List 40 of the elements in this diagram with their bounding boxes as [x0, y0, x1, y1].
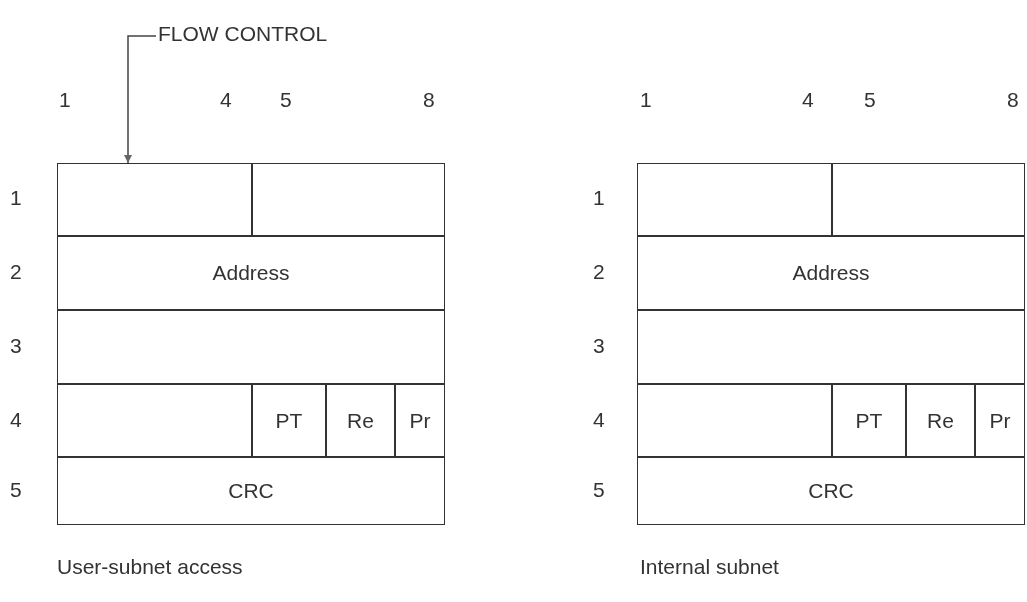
column-number: 4 [802, 88, 814, 112]
table-cell [637, 310, 1025, 384]
header-field: Pr [395, 384, 445, 457]
header-field: Pr [975, 384, 1025, 457]
header-field: Address [637, 236, 1025, 310]
header-field: Re [326, 384, 395, 457]
column-number: 5 [280, 88, 292, 112]
row-number: 4 [10, 408, 22, 432]
row-number: 4 [593, 408, 605, 432]
table-cell [832, 163, 1025, 236]
column-number: 5 [864, 88, 876, 112]
row-number: 1 [10, 186, 22, 210]
table-cell [637, 384, 832, 457]
table-cell [57, 163, 252, 236]
column-number: 1 [640, 88, 652, 112]
annotation-text: FLOW CONTROL [158, 22, 328, 46]
header-field: Address [57, 236, 445, 310]
row-number: 2 [10, 260, 22, 284]
row-number: 5 [593, 478, 605, 502]
table-cell [252, 163, 445, 236]
leader-arrow [124, 35, 157, 164]
column-number: 8 [1007, 88, 1019, 112]
table-cell [57, 384, 252, 457]
table-cell [637, 163, 832, 236]
row-number: 3 [10, 334, 22, 358]
caption: User-subnet access [57, 555, 243, 579]
caption: Internal subnet [640, 555, 779, 579]
table-cell [57, 310, 445, 384]
header-field: CRC [57, 457, 445, 525]
column-number: 8 [423, 88, 435, 112]
header-field: PT [832, 384, 906, 457]
header-field: Re [906, 384, 975, 457]
header-field: CRC [637, 457, 1025, 525]
row-number: 5 [10, 478, 22, 502]
header-field: PT [252, 384, 326, 457]
row-number: 3 [593, 334, 605, 358]
row-number: 1 [593, 186, 605, 210]
column-number: 4 [220, 88, 232, 112]
row-number: 2 [593, 260, 605, 284]
column-number: 1 [59, 88, 71, 112]
